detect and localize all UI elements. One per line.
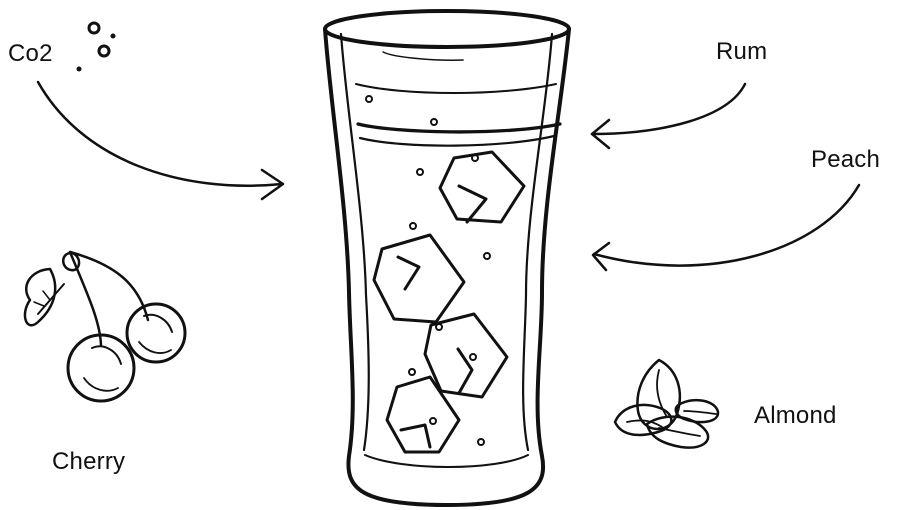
- cherry-icon: [25, 252, 185, 401]
- ice-cubes-icon: [374, 152, 524, 452]
- arrow-peach-icon: [593, 185, 859, 270]
- arrow-co2-icon: [38, 82, 283, 199]
- label-cherry: Cherry: [52, 450, 125, 474]
- label-peach: Peach: [811, 148, 880, 172]
- almond-icon: [615, 360, 718, 448]
- label-almond: Almond: [754, 404, 837, 428]
- label-rum: Rum: [716, 40, 767, 64]
- arrow-rum-icon: [592, 84, 745, 148]
- label-co2: Co2: [8, 42, 53, 66]
- glass-bubbles-icon: [366, 96, 490, 445]
- co2-bubbles-icon: [77, 23, 116, 72]
